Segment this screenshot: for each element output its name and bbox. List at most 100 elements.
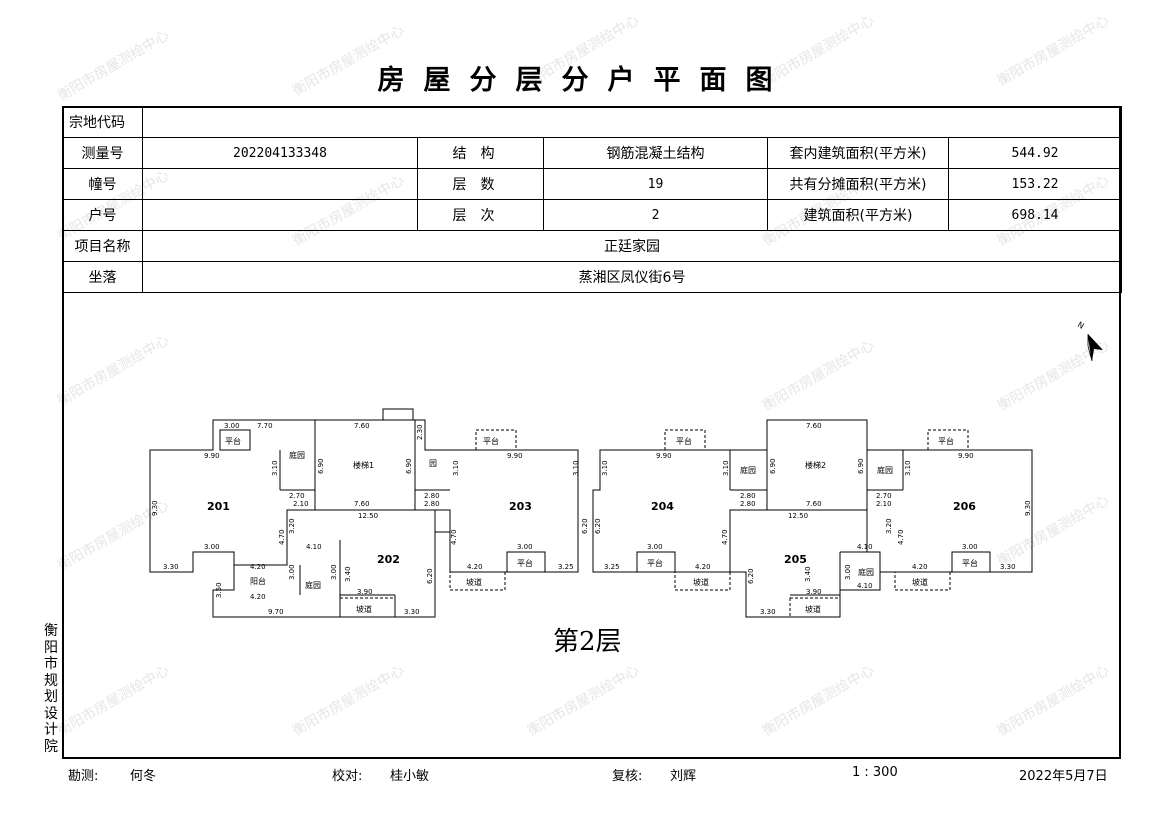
unit-label: 203 (509, 500, 532, 513)
table-row: 坐落 蒸湘区凤仪街6号 (62, 261, 1123, 293)
dimension-label: 9.90 (958, 452, 974, 460)
table-row: 幢号 层数 19 共有分摊面积(平方米) 153.22 (62, 168, 1123, 200)
dimension-label: 3.10 (904, 460, 912, 476)
dimension-label: 3.25 (604, 563, 620, 571)
table-row: 项目名称 正廷家园 (62, 230, 1123, 262)
dimension-label: 2.80 (424, 492, 440, 500)
dimension-label: 4.10 (857, 582, 873, 590)
review-name: 刘辉 (670, 769, 697, 784)
dimension-label: 6.90 (769, 458, 777, 474)
dimension-label: 9.70 (268, 608, 284, 616)
dimension-label: 3.00 (330, 564, 338, 580)
dimension-label: 3.00 (204, 543, 220, 551)
dimension-label: 7.60 (806, 422, 822, 430)
dimension-label: 3.50 (215, 582, 223, 598)
shared-area-label: 共有分摊面积(平方米) (767, 168, 949, 200)
dimension-label: 3.10 (452, 460, 460, 476)
dimension-label: 7.60 (806, 500, 822, 508)
info-table: 宗地代码 测量号 202204133348 结构 钢筋混凝土结构 套内建筑面积(… (62, 106, 1123, 293)
survey-number-label: 测量号 (62, 137, 143, 169)
dimension-label: 3.00 (517, 543, 533, 551)
room-label: 楼梯2 (805, 460, 826, 470)
dimension-label: 9.90 (204, 452, 220, 460)
dimension-label: 3.30 (1000, 563, 1016, 571)
room-label: 庭园 (877, 465, 893, 475)
dimension-label: 3.90 (357, 588, 373, 596)
dimension-label: 6.90 (405, 458, 413, 474)
dimension-label: 4.20 (250, 593, 266, 601)
bay-box (636, 551, 676, 573)
building-number-label: 幢号 (62, 168, 143, 200)
room-label: 庭园 (740, 465, 756, 475)
bay-box (506, 551, 546, 573)
dimension-label: 2.80 (740, 500, 756, 508)
check-name: 桂小敏 (390, 769, 430, 784)
dimension-label: 3.40 (804, 566, 812, 582)
dimension-label: 3.30 (404, 608, 420, 616)
north-label: N (1076, 320, 1086, 331)
table-row: 户号 层次 2 建筑面积(平方米) 698.14 (62, 199, 1123, 231)
structure-label: 结构 (417, 137, 544, 169)
dimension-label: 3.25 (558, 563, 574, 571)
unit-number-label: 户号 (62, 199, 143, 231)
location-value: 蒸湘区凤仪街6号 (141, 261, 1123, 293)
room-label: 坡道 (693, 577, 709, 587)
room-label: 庭园 (305, 580, 321, 590)
room-label: 园 (429, 459, 437, 468)
dimension-label: 7.60 (354, 422, 370, 430)
dimension-label: 2.10 (293, 500, 309, 508)
check-label: 校对: (332, 769, 363, 784)
review-label: 复核: (612, 769, 643, 784)
floor-label: 第2层 (553, 627, 622, 657)
building-area-value: 698.14 (947, 199, 1123, 231)
dimension-label: 2.70 (289, 492, 305, 500)
dimension-label: 7.70 (257, 422, 273, 430)
room-label: 平台 (517, 558, 533, 568)
room-label: 阳台 (250, 576, 266, 586)
north-arrow: N (1076, 320, 1103, 362)
inner-area-value: 544.92 (947, 137, 1123, 169)
dimension-label: 3.10 (722, 460, 730, 476)
unit-label: 205 (784, 553, 807, 566)
scale: 1 : 300 (852, 765, 898, 780)
building-number-value (142, 168, 418, 200)
room-label: 坡道 (466, 577, 482, 587)
dimension-label: 9.30 (1024, 500, 1032, 516)
dimension-label: 2.80 (740, 492, 756, 500)
balcony-dashed (475, 429, 517, 451)
dimension-label: 6.90 (857, 458, 865, 474)
dimension-label: 12.50 (358, 512, 378, 520)
unit-label: 201 (207, 500, 230, 513)
dimension-label: 4.70 (721, 529, 729, 545)
balcony-dashed (449, 571, 506, 591)
unit-label: 204 (651, 500, 674, 513)
room-label: 平台 (483, 436, 499, 446)
room-label: 平台 (647, 558, 663, 568)
room-label: 平台 (225, 436, 241, 446)
dimension-label: 3.00 (844, 564, 852, 580)
dimension-label: 2.30 (416, 424, 424, 440)
location-label: 坐落 (62, 261, 143, 293)
dimension-label: 4.20 (695, 563, 711, 571)
unit-202-outline (212, 509, 451, 618)
survey-name: 何冬 (130, 769, 157, 784)
dimension-label: 6.90 (317, 458, 325, 474)
dimension-label: 6.20 (594, 518, 602, 534)
survey-label: 勘测: (68, 769, 99, 784)
dimension-label: 4.70 (450, 529, 458, 545)
roof-box (382, 408, 414, 421)
dimension-label: 4.10 (857, 543, 873, 551)
dimension-label: 6.20 (581, 518, 589, 534)
room-label: 平台 (676, 436, 692, 446)
dimension-label: 4.70 (897, 529, 905, 545)
dimension-label: 3.30 (760, 608, 776, 616)
dimension-label: 4.20 (467, 563, 483, 571)
room-label: 平台 (938, 436, 954, 446)
dimension-label: 12.50 (788, 512, 808, 520)
dimension-label: 3.00 (288, 564, 296, 580)
room-label: 庭园 (858, 567, 874, 577)
floor-count-value: 19 (543, 168, 768, 200)
room-label: 庭园 (289, 450, 305, 460)
dimension-label: 3.00 (224, 422, 240, 430)
